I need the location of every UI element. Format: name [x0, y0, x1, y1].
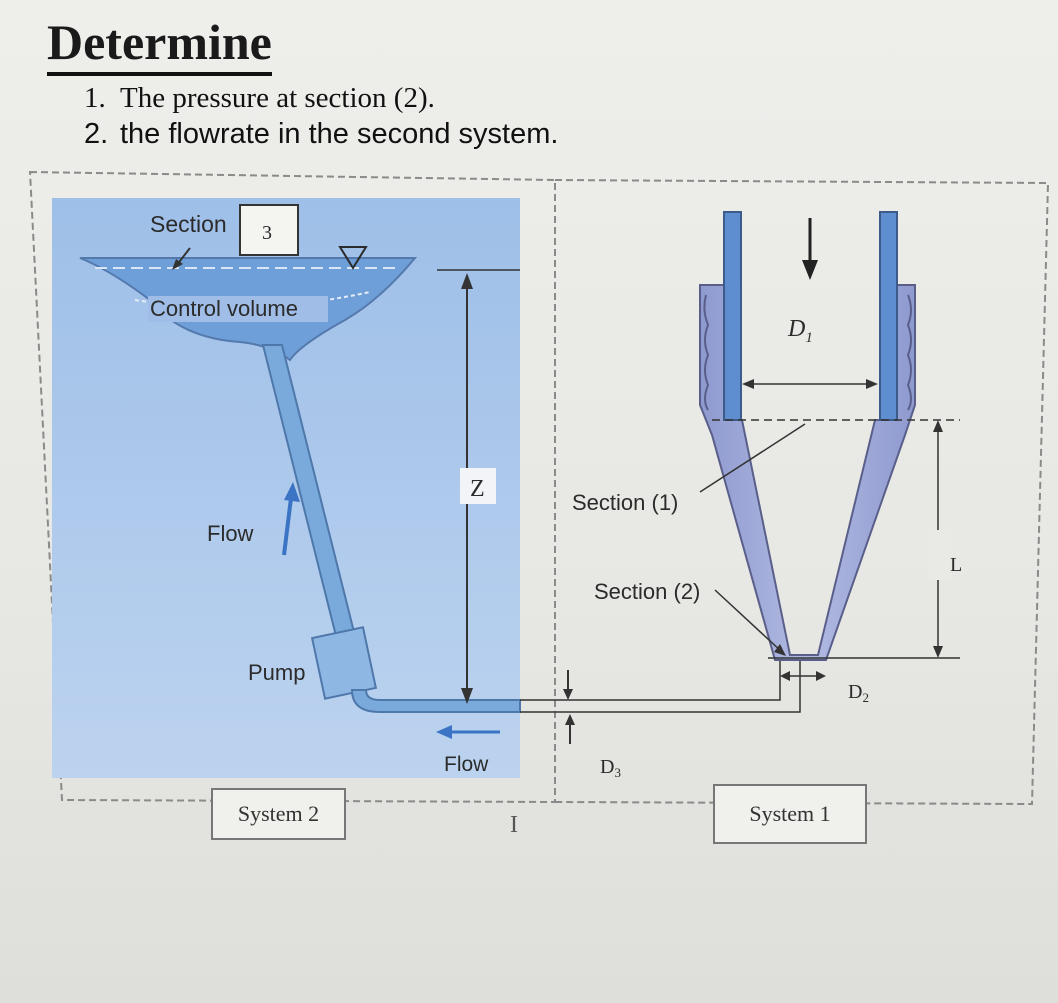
system2-diagram: Section 3 Control volume Flow Pump Z Flo…	[52, 198, 521, 778]
text-cursor-icon: I	[510, 812, 518, 838]
section2-arrowhead-icon	[774, 644, 786, 656]
d2-subscript: 2	[862, 690, 869, 705]
task-2-number: 2.	[84, 118, 109, 150]
d1-left-arrowhead-icon	[742, 379, 754, 389]
d1-right-arrowhead-icon	[866, 379, 878, 389]
system2-frame	[28, 170, 556, 804]
d2-left-arrowhead-icon	[780, 671, 790, 681]
l-label-bg	[928, 530, 950, 580]
section2-leader	[714, 589, 783, 653]
flow-up-arrow	[282, 489, 294, 556]
nozzle-left-tube	[723, 211, 742, 421]
d3-top-arrowhead-icon	[563, 689, 573, 700]
control-volume-label-bg	[148, 296, 328, 322]
d3-letter: D	[600, 756, 614, 778]
nozzle-right-thread	[906, 294, 912, 411]
d3-label: D3	[600, 756, 621, 780]
free-surface-triangle-icon	[338, 246, 368, 270]
system-frames	[28, 170, 1050, 806]
inflow-arrowhead-icon	[802, 260, 818, 280]
connecting-pipe-top	[520, 660, 781, 701]
control-volume-label: Control volume	[150, 296, 298, 321]
task-2: 2. the flowrate in the second system.	[84, 118, 558, 151]
l-label: L	[950, 554, 962, 576]
pump-body	[310, 626, 378, 700]
d2-label: D2	[848, 681, 869, 705]
nozzle-right-tube	[879, 211, 898, 421]
system2-label-box: System 2	[211, 788, 346, 840]
pump-label: Pump	[248, 660, 305, 685]
task-2-text: the flowrate in the second system.	[120, 118, 559, 150]
system1-label-box: System 1	[713, 784, 867, 844]
z-label-bg	[460, 468, 496, 504]
d1-subscript: 1	[805, 330, 813, 346]
flow-bottom-arrowhead-icon	[436, 725, 452, 739]
page-title: Determine	[47, 14, 272, 76]
d2-right-arrowhead-icon	[816, 671, 826, 681]
task-1: 1. The pressure at section (2).	[84, 82, 435, 115]
z-arrow-up-icon	[461, 273, 473, 289]
flow-label-up: Flow	[207, 521, 254, 546]
l-arrow-up-icon	[933, 420, 943, 432]
task-1-number: 1.	[84, 82, 106, 114]
section2-label: Section (2)	[594, 579, 700, 604]
z-arrow-down-icon	[461, 688, 473, 704]
system1-diagram: D1 Section (1) Section (2) L D2	[572, 211, 962, 705]
d2-letter: D	[848, 681, 862, 703]
nozzle-left-thread	[703, 294, 710, 411]
connecting-pipe	[520, 660, 801, 713]
section3-box	[239, 204, 299, 256]
connecting-pipe-bottom	[520, 660, 801, 713]
z-label: Z	[470, 476, 485, 502]
task-1-text: The pressure at section (2).	[120, 82, 435, 114]
d1-label: D1	[787, 316, 813, 346]
section1-label: Section (1)	[572, 490, 678, 515]
flow-label-bottom: Flow	[444, 753, 489, 776]
d1-letter: D	[787, 316, 805, 342]
section1-leader	[699, 423, 806, 493]
section3-label: Section	[150, 211, 227, 237]
d3-dimension: D3	[563, 670, 621, 780]
system1-frame	[554, 179, 1050, 806]
section3-arrowhead-icon	[172, 259, 183, 270]
flow-up-arrowhead-icon	[284, 482, 300, 502]
section3-number: 3	[262, 222, 272, 244]
d3-subscript: 3	[614, 765, 621, 780]
l-arrow-down-icon	[933, 646, 943, 658]
d3-bottom-arrowhead-icon	[565, 714, 575, 725]
